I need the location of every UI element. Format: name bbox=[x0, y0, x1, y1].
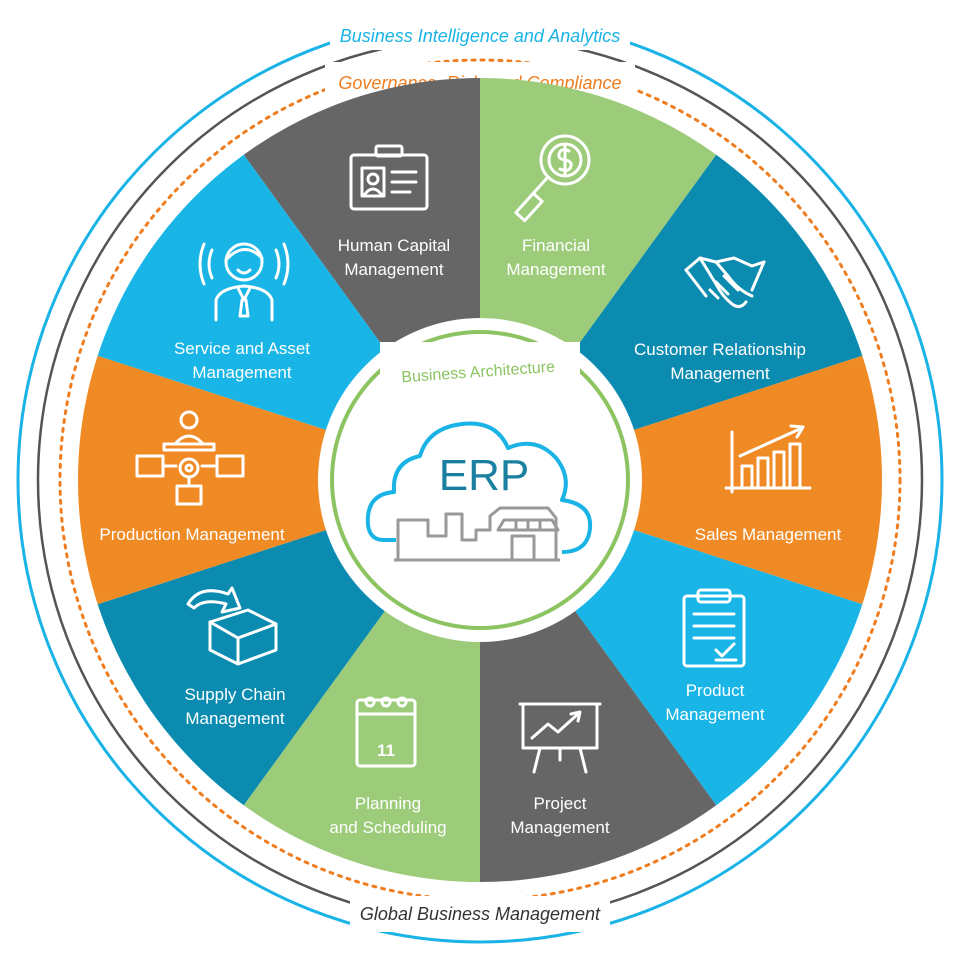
segment-icons: 11 bbox=[135, 134, 812, 774]
calendar-icon: 11 bbox=[355, 696, 417, 768]
outer-label-bg bbox=[330, 14, 630, 50]
segment-wedge-9 bbox=[78, 319, 480, 641]
global-business-label: Global Business Management bbox=[360, 904, 601, 924]
inner-label-bg bbox=[380, 342, 580, 388]
bottom-label-bg bbox=[350, 896, 610, 932]
presentation-icon bbox=[518, 702, 602, 774]
segment-label-sales: Sales Management bbox=[695, 525, 842, 544]
handshake-icon bbox=[684, 256, 766, 309]
cloud-icon bbox=[365, 421, 593, 554]
segment-label-production: Production Management bbox=[99, 525, 285, 544]
segment-wedge-4 bbox=[480, 319, 882, 641]
business-architecture-ring bbox=[330, 330, 630, 630]
bar-chart-icon bbox=[724, 424, 812, 494]
erp-title: ERP bbox=[439, 451, 529, 500]
flowchart-gear-icon bbox=[135, 410, 245, 506]
city-skyline-icon bbox=[394, 506, 560, 562]
clipboard-icon bbox=[682, 588, 746, 668]
id-card-icon bbox=[349, 144, 429, 211]
support-agent-icon bbox=[198, 242, 290, 322]
business-intelligence-label: Business Intelligence and Analytics bbox=[340, 26, 621, 46]
magnifier-dollar-icon bbox=[514, 134, 591, 223]
box-arrow-icon bbox=[186, 586, 278, 666]
calendar-day: 11 bbox=[377, 741, 395, 760]
